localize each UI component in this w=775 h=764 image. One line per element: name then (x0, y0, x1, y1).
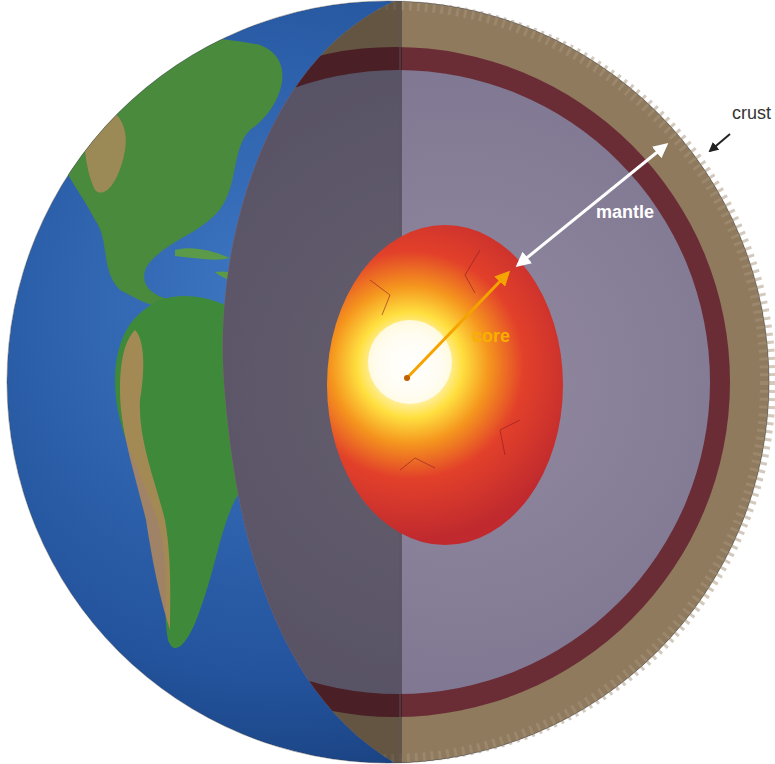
crust-label: crust (732, 104, 771, 124)
core-radius-arrow (407, 273, 508, 378)
mantle-label: mantle (596, 203, 654, 223)
inner-core (368, 320, 452, 404)
north-america-highlands (85, 107, 126, 192)
andes (120, 330, 170, 630)
crust-pointer (710, 134, 730, 151)
core-label: core (472, 327, 510, 347)
mantle-thickness-arrow (518, 145, 666, 265)
center-point (404, 375, 410, 381)
core-layer (327, 225, 563, 545)
